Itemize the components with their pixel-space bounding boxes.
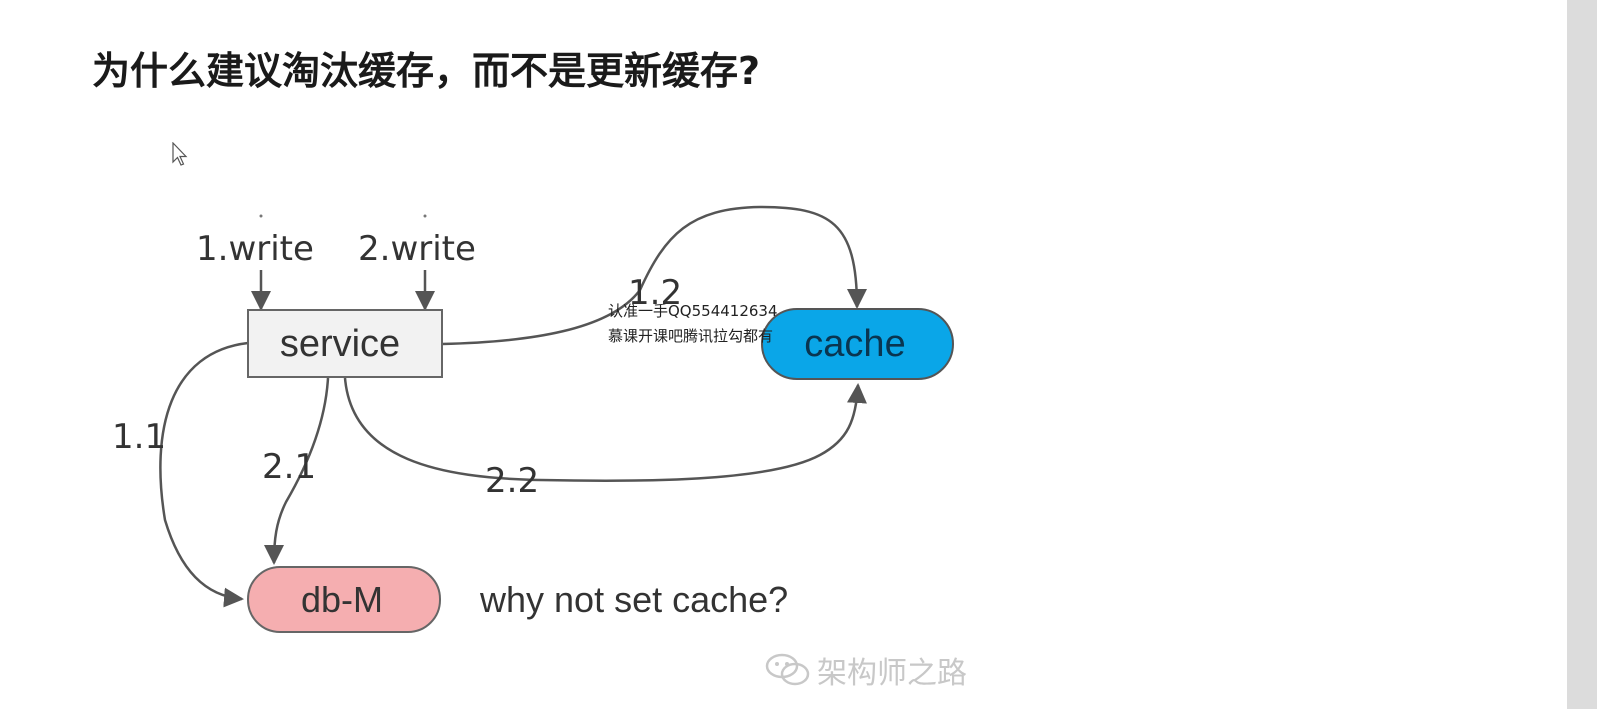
label-2-1: 2.1 — [262, 447, 316, 487]
overlay-text-line-2: 慕课开课吧腾讯拉勾都有 — [608, 327, 774, 345]
watermark: 架构师之路 — [765, 648, 967, 692]
wechat-icon — [765, 653, 810, 686]
db-label: db-M — [301, 579, 383, 620]
slide-title: 为什么建议淘汰缓存，而不是更新缓存? — [92, 49, 761, 93]
edge-1-2 — [441, 205, 867, 346]
mouse-pointer-icon — [172, 142, 188, 166]
service-node: service — [247, 309, 443, 378]
watermark-text: 架构师之路 — [817, 656, 967, 691]
edge-2-2 — [343, 377, 867, 483]
overlay-text-line-1: 认准一手QQ554412634 — [608, 302, 778, 320]
cache-label: cache — [804, 323, 905, 365]
edge-2-1 — [264, 377, 330, 565]
service-label: service — [280, 323, 400, 365]
label-1-1: 1.1 — [112, 417, 166, 457]
db-node: db-M — [247, 566, 441, 633]
note-why-not-set-cache: why not set cache? — [479, 579, 788, 620]
cache-node: cache — [761, 308, 954, 380]
label-write1: 1.write — [196, 229, 314, 269]
edge-1-1 — [159, 341, 249, 608]
write2-dot — [423, 214, 427, 218]
screen-edge-strip — [1567, 0, 1597, 709]
write1-dot — [259, 214, 263, 218]
label-2-2: 2.2 — [485, 461, 539, 501]
label-write2: 2.write — [358, 229, 476, 269]
label-1-2: 1.2 — [628, 273, 682, 313]
